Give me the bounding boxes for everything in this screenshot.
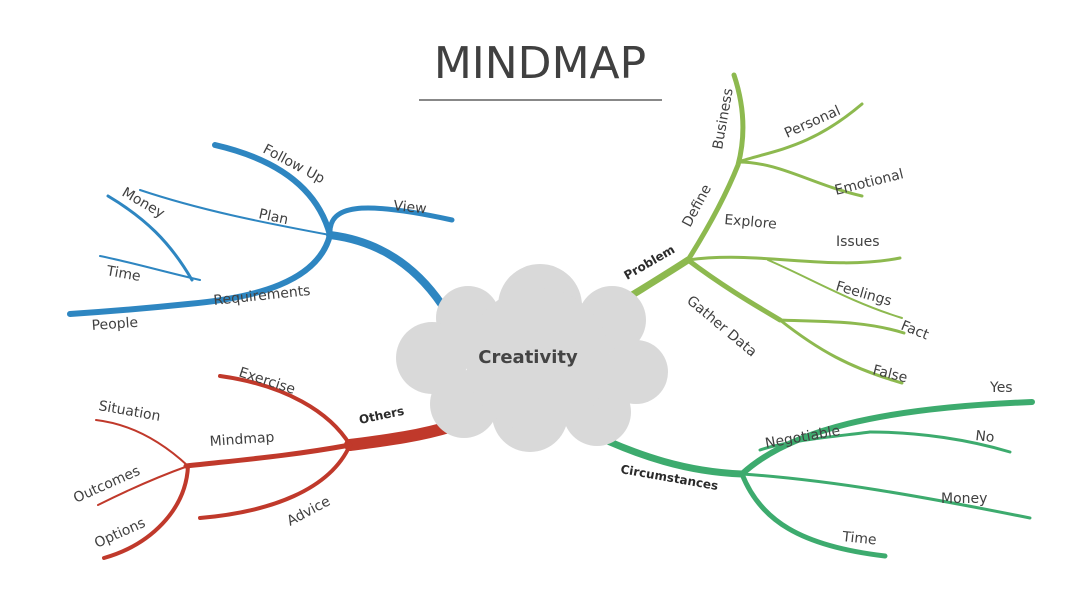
red-advice-line: [198, 443, 352, 520]
blue-requirements-line: [67, 232, 333, 317]
center-label: Creativity: [478, 347, 578, 368]
green-personal-line: [736, 102, 864, 164]
blue-view-line: [327, 205, 455, 238]
green-emotional-line: [736, 160, 864, 198]
label-time-blue: Time: [104, 263, 142, 285]
label-business: Business: [710, 87, 736, 151]
blue-trunk: [326, 231, 446, 309]
green-false-line: [778, 318, 904, 385]
teal-branch: [576, 399, 1035, 559]
green-fact-line: [778, 318, 906, 335]
label-no: No: [975, 428, 996, 446]
blue-branch: [67, 142, 455, 317]
label-options: Options: [92, 515, 148, 552]
label-exercise: Exercise: [237, 365, 297, 398]
teal-time-line: [739, 471, 888, 559]
teal-money-line: [740, 472, 1032, 520]
label-mindmap: Mindmap: [209, 429, 275, 449]
red-trunk: [344, 420, 458, 451]
label-issues: Issues: [836, 234, 880, 250]
label-view: View: [393, 198, 428, 217]
green-feelings-line: [767, 259, 903, 319]
label-time-teal: Time: [841, 529, 878, 549]
label-requirements: Requirements: [213, 283, 311, 309]
label-false: False: [871, 362, 909, 386]
blue-plan-line: [139, 189, 331, 236]
red-branch: [95, 374, 458, 560]
red-mindmap-line: [183, 442, 353, 469]
green-issues-line: [686, 255, 902, 265]
center-cloud: [396, 264, 668, 452]
label-people: People: [91, 315, 139, 334]
green-define-line: [685, 72, 746, 263]
teal-negotiable-line: [758, 430, 872, 452]
label-problem: Problem: [622, 242, 678, 282]
label-explore: Explore: [724, 212, 778, 233]
red-exercise-line: [218, 374, 352, 447]
red-options-line: [102, 464, 190, 560]
teal-yes-line: [739, 399, 1035, 477]
label-money-teal: Money: [941, 491, 987, 507]
teal-no-line: [868, 430, 1012, 454]
blue-time-line: [99, 255, 201, 281]
label-emotional: Emotional: [833, 166, 905, 199]
label-yes: Yes: [989, 380, 1013, 396]
page-title: MINDMAP: [434, 38, 646, 89]
label-others: Others: [358, 404, 406, 427]
label-plan: Plan: [257, 206, 289, 228]
green-gather-line: [685, 257, 783, 323]
red-situation-line: [95, 419, 189, 467]
green-branch: [601, 72, 906, 385]
blue-follow-up-line: [212, 142, 333, 238]
blue-money-line: [106, 194, 194, 282]
label-negotiable: Negotiable: [764, 423, 842, 452]
red-outcomes-line: [97, 465, 189, 506]
label-fact: Fact: [899, 318, 932, 344]
